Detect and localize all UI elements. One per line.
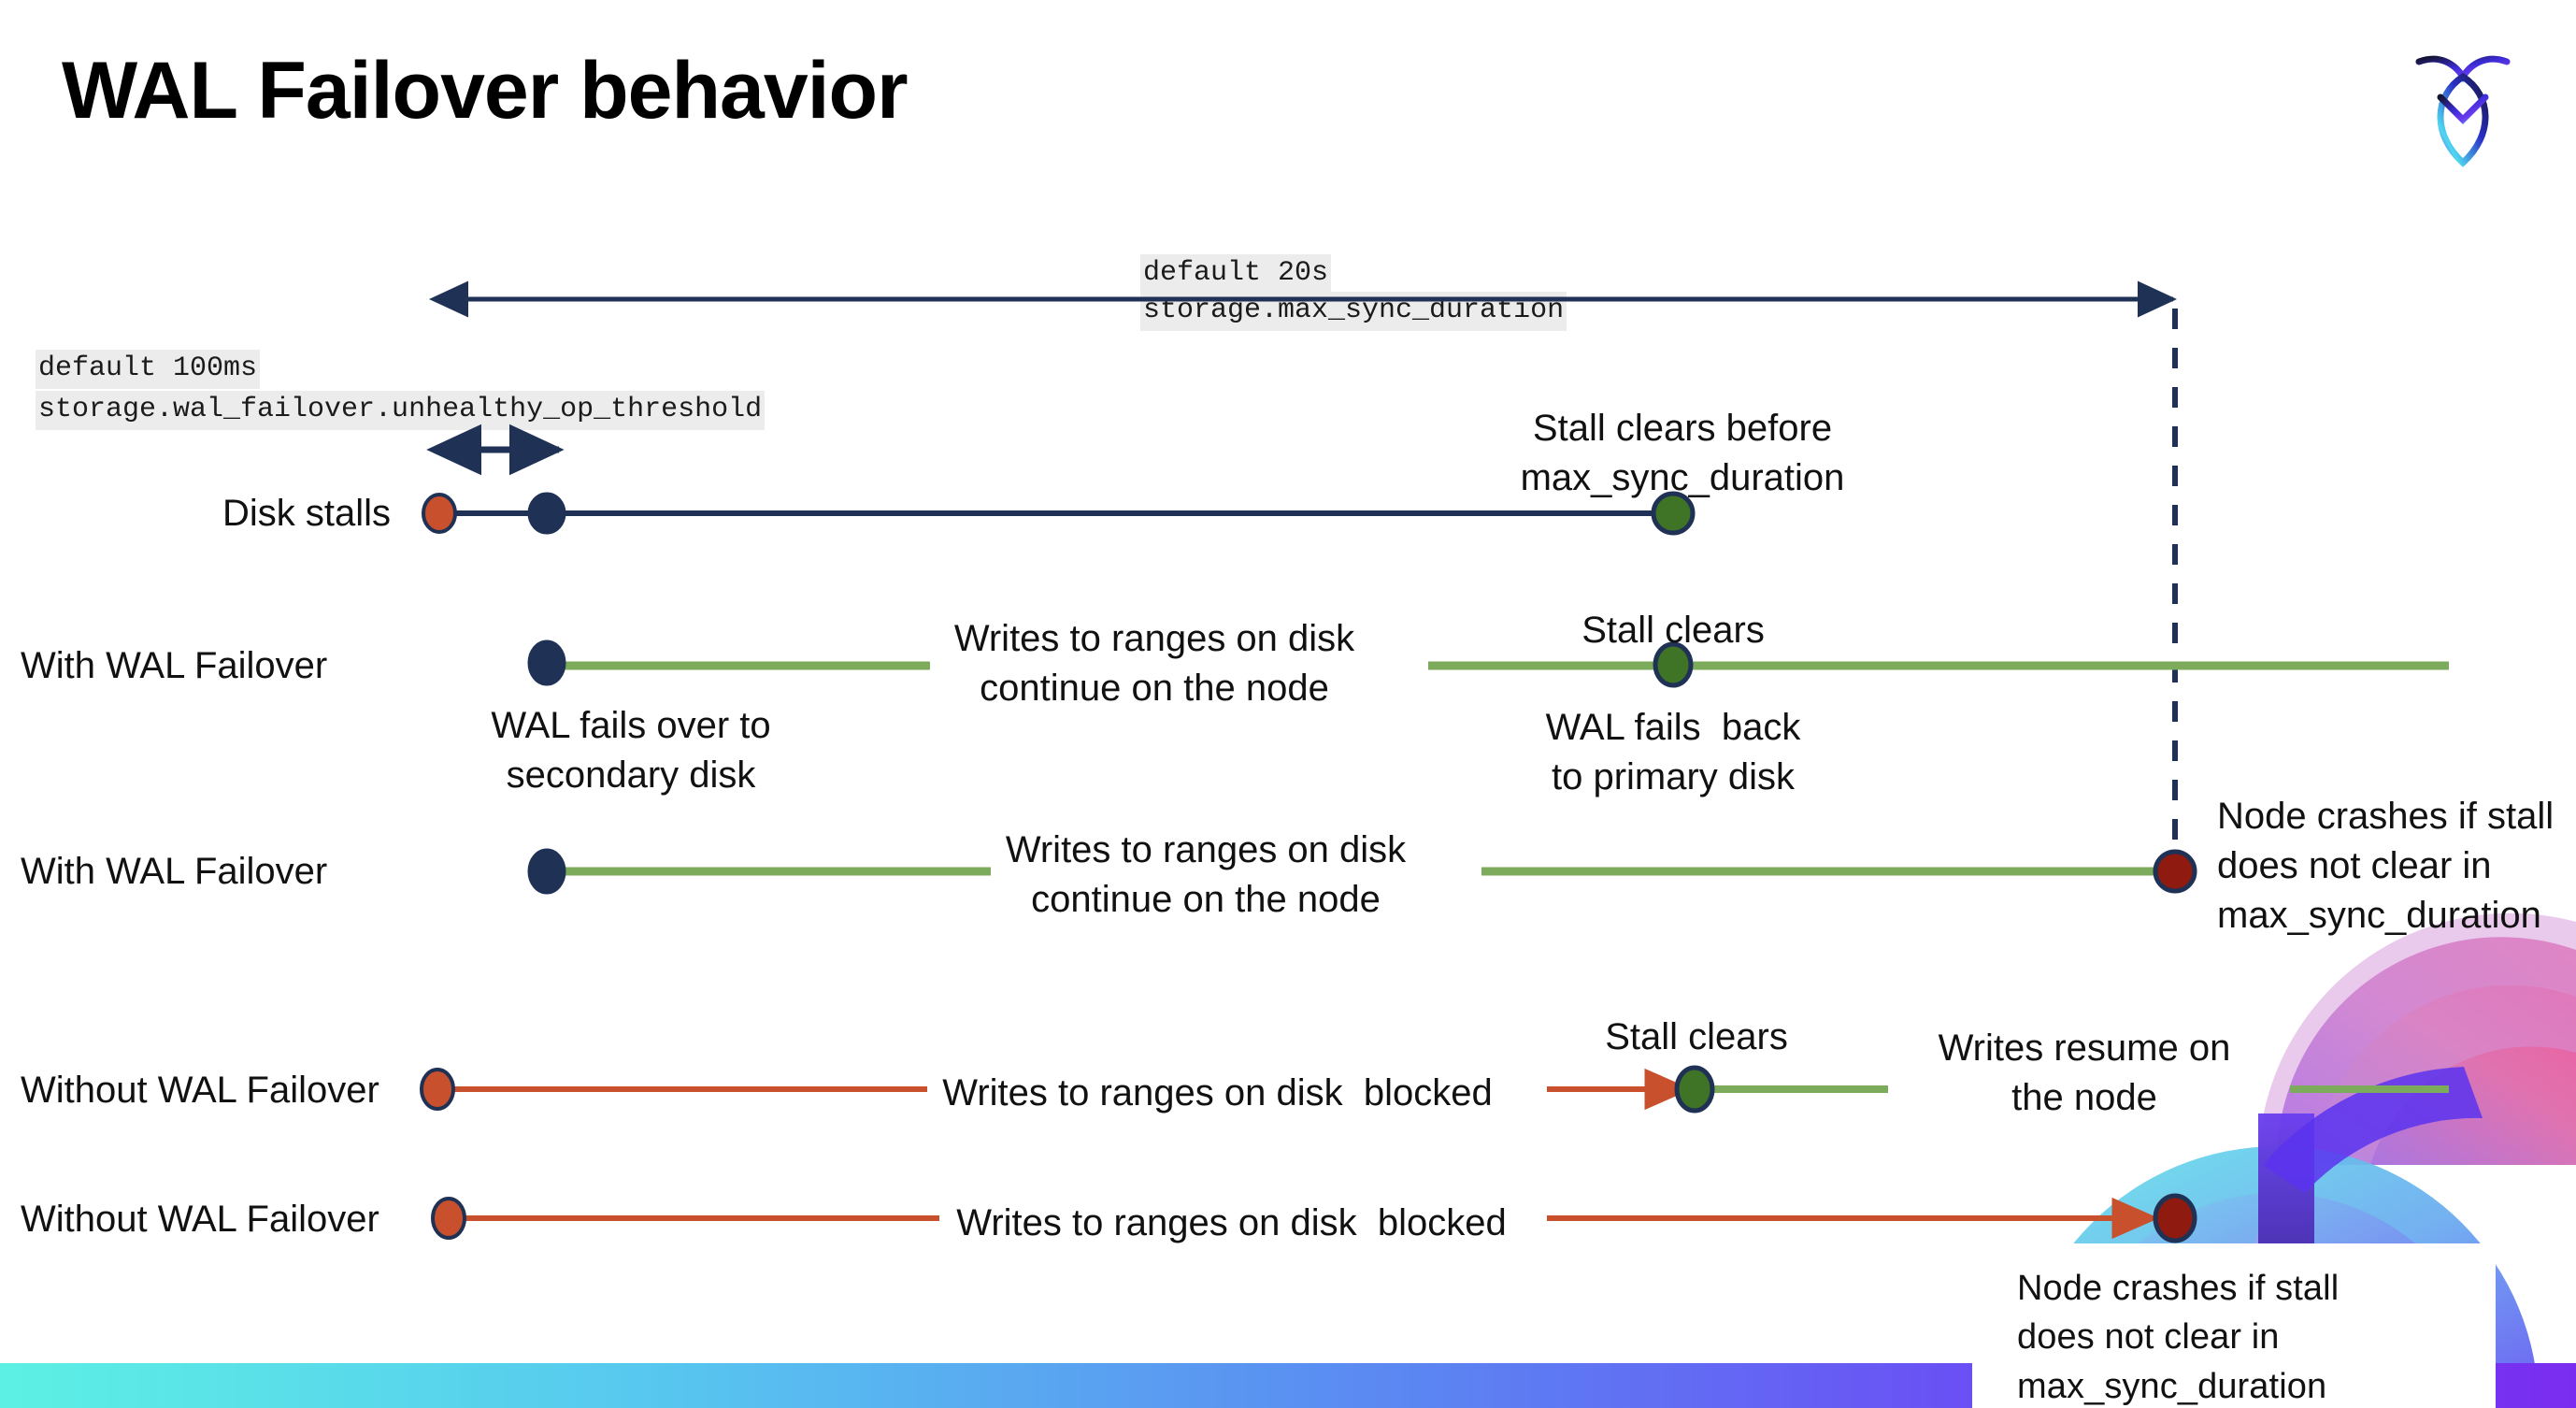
page-title: WAL Failover behavior [62, 46, 909, 136]
row-with-wal-failover-1-track [527, 639, 2449, 688]
row-label-with-wal-failover-1: With WAL Failover [21, 645, 328, 686]
row-with-wal-failover-2-track [527, 848, 2197, 895]
annotation-stall-clears-row4: Stall clears [1605, 1016, 1788, 1057]
row-label-with-wal-failover-2: With WAL Failover [21, 851, 328, 892]
row-without-wal-failover-2-track [431, 1193, 2197, 1243]
annotation-writes-continue-1: Writes to ranges on disk continue on the… [953, 618, 1355, 709]
unhealthy-op-threshold-default: default 100ms [36, 350, 261, 389]
annotation-writes-continue-2: Writes to ranges on disk continue on the… [1005, 829, 1407, 920]
row-disk-stalls-track [422, 491, 1696, 536]
annotation-writes-blocked-2: Writes to ranges on disk blocked [956, 1202, 1507, 1243]
annotation-node-crashes-bottom: Node crashes if stall does not clear in … [2017, 1269, 2340, 1406]
row-label-without-wal-failover-1: Without WAL Failover [21, 1070, 379, 1111]
annotation-node-crashes-right: Node crashes if stall does not clear in … [2217, 796, 2555, 936]
annotation-stall-clears-before-max-sync-duration: Stall clears before max_sync_duration [1520, 408, 1845, 498]
annotation-wal-fails-over: WAL fails over to secondary disk [491, 705, 771, 796]
annotation-wal-fails-back: WAL fails back to primary disk [1545, 707, 1801, 797]
unhealthy-op-threshold-setting: storage.wal_failover.unhealthy_op_thresh… [36, 391, 766, 430]
row-label-without-wal-failover-2: Without WAL Failover [21, 1199, 379, 1240]
cockroachdb-logo [2411, 37, 2514, 168]
annotation-writes-blocked-1: Writes to ranges on disk blocked [942, 1072, 1493, 1113]
bottom-note-card [1972, 1243, 2496, 1408]
row-label-disk-stalls: Disk stalls [222, 493, 392, 534]
row-without-wal-failover-1-track [420, 1065, 2449, 1113]
annotation-stall-clears-row2: Stall clears [1581, 610, 1765, 651]
annotation-writes-resume: Writes resume on the node [1938, 1027, 2231, 1118]
